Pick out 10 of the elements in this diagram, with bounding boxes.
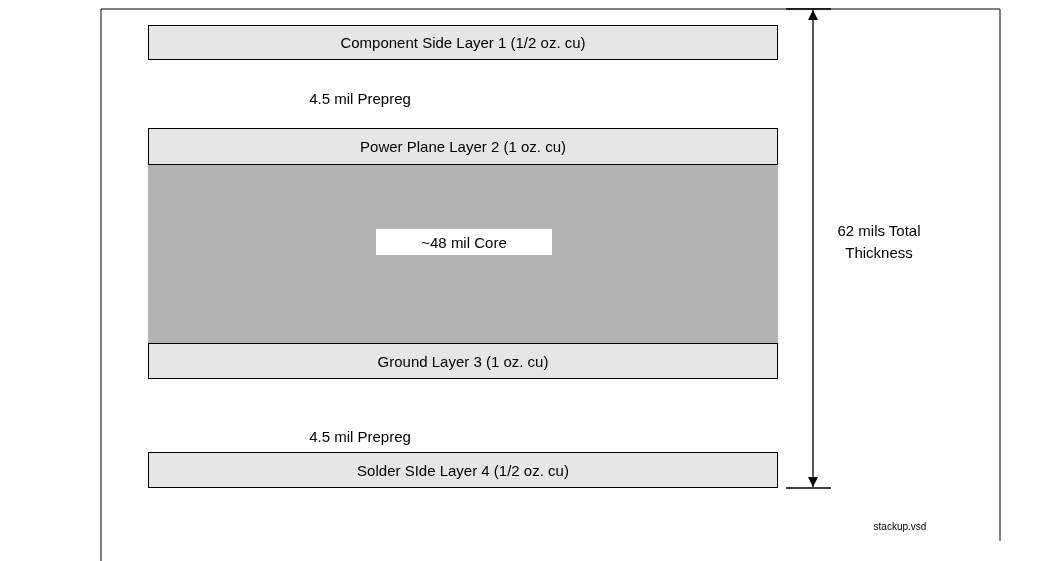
dimension-label: 62 mils Total Thickness [836,221,922,263]
layer-label: ~48 mil Core [376,229,552,255]
copper-layer: Power Plane Layer 2 (1 oz. cu) [148,128,778,165]
file-name: stackup.vsd [872,521,928,532]
copper-layer: Component Side Layer 1 (1/2 oz. cu) [148,25,778,60]
prepreg-label: 4.5 mil Prepreg [308,428,412,445]
copper-layer: Ground Layer 3 (1 oz. cu) [148,343,778,379]
copper-layer: Solder SIde Layer 4 (1/2 oz. cu) [148,452,778,488]
core-layer [148,165,778,343]
prepreg-label: 4.5 mil Prepreg [308,90,412,107]
